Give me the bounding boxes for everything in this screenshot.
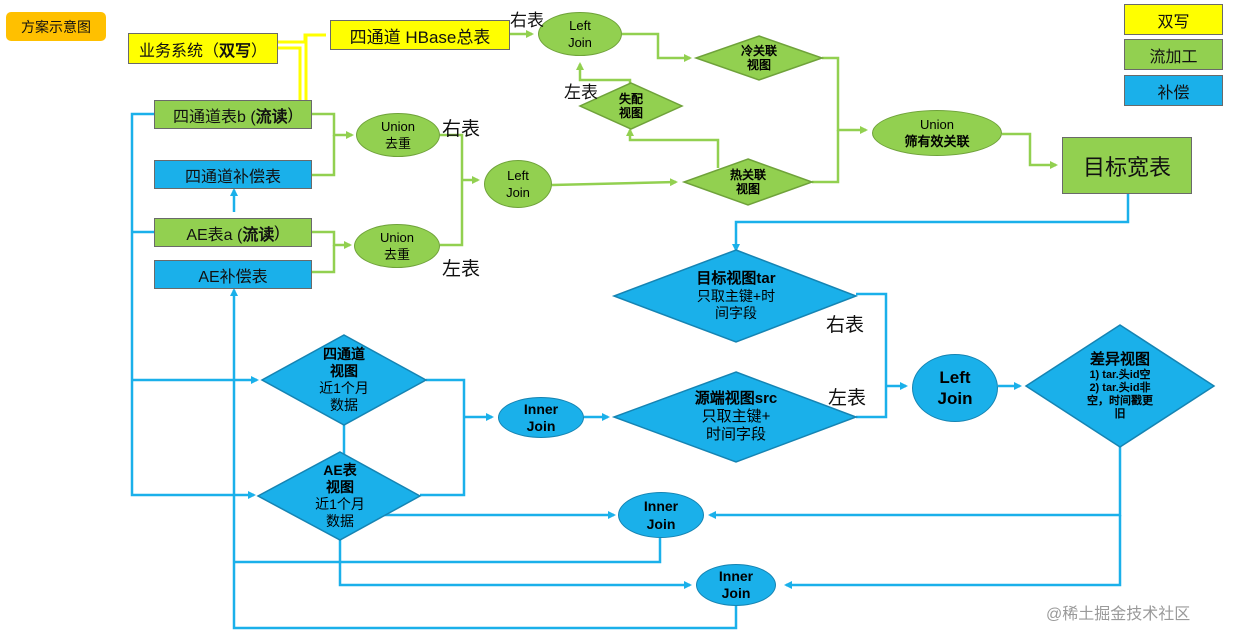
left-join-right-line1: Left bbox=[939, 368, 971, 387]
edge-label-right-table-3: 右表 bbox=[826, 315, 865, 336]
four-channel-b-bold: 流读 bbox=[255, 108, 288, 126]
edge-label-right-table-1: 右表 bbox=[510, 11, 544, 30]
business-system-prefix: 业务系统（ bbox=[138, 42, 219, 60]
compensate-lines bbox=[130, 112, 1130, 630]
ae-view-label: AE表 视图 近1个月 数据 bbox=[296, 458, 384, 534]
inner-join-bottom-node: Inner Join bbox=[696, 564, 776, 606]
union-top-node: Union 去重 bbox=[356, 113, 440, 157]
left-join-top-node: Left Join bbox=[538, 12, 622, 56]
mismatch-view-diamond bbox=[578, 82, 684, 130]
union-top-line2: 去重 bbox=[384, 136, 411, 151]
legend-stream-process: 流加工 bbox=[1124, 39, 1223, 70]
four-channel-view-line1: 近1个月 bbox=[319, 380, 369, 396]
business-system-suffix: ） bbox=[251, 42, 268, 60]
hot-view-line1: 热关联 bbox=[729, 167, 766, 182]
target-view-title: 目标视图tar bbox=[696, 270, 776, 288]
diamond-shapes bbox=[256, 35, 1216, 541]
ae-comp-box: AE补偿表 bbox=[154, 260, 312, 289]
ae-view-title1: AE表 bbox=[323, 462, 357, 479]
union-bottom-line2: 去重 bbox=[383, 247, 410, 262]
hot-view-label: 热关联 视图 bbox=[708, 167, 788, 197]
ae-view-line1: 近1个月 bbox=[315, 496, 365, 512]
four-channel-view-label: 四通道 视图 近1个月 数据 bbox=[300, 342, 388, 418]
mismatch-view-line1: 失配 bbox=[618, 91, 643, 106]
ae-a-suffix: ) bbox=[274, 223, 280, 241]
inner-join-mid-line2: Join bbox=[526, 417, 556, 434]
target-view-line1: 只取主键+时 bbox=[696, 288, 776, 305]
mismatch-view-line2: 视图 bbox=[618, 106, 643, 120]
inner-join-low-line2: Join bbox=[646, 516, 676, 532]
diff-view-line4: 旧 bbox=[1114, 408, 1126, 421]
target-wide-table-box: 目标宽表 bbox=[1062, 137, 1192, 194]
left-join-mid-line1: Left bbox=[507, 168, 529, 183]
double-write-lines bbox=[278, 33, 326, 100]
legend-double-write: 双写 bbox=[1124, 4, 1223, 35]
cold-view-line1: 冷关联 bbox=[740, 43, 777, 58]
union-top-line1: Union bbox=[381, 119, 415, 134]
four-channel-comp-box: 四通道补偿表 bbox=[154, 160, 312, 189]
source-view-diamond bbox=[611, 371, 859, 463]
cold-view-line2: 视图 bbox=[746, 58, 771, 72]
source-view-line2: 时间字段 bbox=[705, 426, 766, 443]
edge-label-left-table-2: 左表 bbox=[442, 259, 481, 280]
legend-compensate: 补偿 bbox=[1124, 75, 1223, 106]
union-bottom-line1: Union bbox=[380, 230, 414, 245]
cold-view-label: 冷关联 视图 bbox=[719, 43, 799, 73]
four-channel-view-title2: 视图 bbox=[330, 363, 358, 380]
left-join-right-node: Left Join bbox=[912, 354, 998, 422]
hot-view-diamond bbox=[681, 158, 815, 206]
left-join-mid-node: Left Join bbox=[484, 160, 552, 208]
left-join-mid-line2: Join bbox=[506, 185, 530, 200]
union-filter-line2: 筛有效关联 bbox=[904, 134, 970, 149]
watermark: @稀土掘金技术社区 bbox=[1046, 606, 1191, 623]
four-channel-b-suffix: ) bbox=[287, 105, 294, 123]
cold-view-diamond bbox=[693, 35, 825, 81]
ae-view-diamond bbox=[256, 451, 422, 541]
inner-join-mid-node: Inner Join bbox=[498, 397, 584, 438]
left-join-top-line1: Left bbox=[569, 18, 591, 33]
union-bottom-node: Union 去重 bbox=[354, 224, 440, 268]
four-channel-b-box: 四通道表b (流读) bbox=[154, 100, 312, 129]
union-filter-line1: Union bbox=[920, 117, 954, 132]
source-view-line1: 只取主键+ bbox=[701, 408, 771, 425]
four-channel-view-line2: 数据 bbox=[330, 396, 358, 413]
business-system-bold: 双写 bbox=[218, 42, 251, 60]
diff-view-label: 差异视图 1) tar.头id空 2) tar.头id非 空，时间戳更 旧 bbox=[1070, 347, 1170, 425]
inner-join-low-node: Inner Join bbox=[618, 492, 704, 538]
ae-a-box: AE表a (流读) bbox=[154, 218, 312, 247]
edge-label-left-table-3: 左表 bbox=[828, 388, 867, 409]
edge-label-left-table-1: 左表 bbox=[564, 83, 598, 102]
source-view-label: 源端视图src 只取主键+ 时间字段 bbox=[664, 386, 808, 448]
four-channel-view-diamond bbox=[260, 334, 428, 426]
ae-view-line2: 数据 bbox=[326, 512, 354, 529]
title-badge: 方案示意图 bbox=[6, 12, 106, 41]
union-filter-node: Union 筛有效关联 bbox=[872, 110, 1002, 156]
left-join-top-line2: Join bbox=[568, 35, 592, 50]
target-view-diamond bbox=[611, 249, 859, 343]
business-system-box: 业务系统（双写） bbox=[128, 33, 278, 64]
diff-view-diamond bbox=[1024, 324, 1216, 448]
ae-a-prefix: AE表a ( bbox=[186, 226, 243, 244]
hbase-total-table-box: 四通道 HBase总表 bbox=[330, 20, 510, 50]
target-view-label: 目标视图tar 只取主键+时 间字段 bbox=[664, 266, 808, 326]
left-join-right-line2: Join bbox=[937, 389, 973, 408]
inner-join-bottom-line2: Join bbox=[721, 585, 751, 601]
target-view-line2: 间字段 bbox=[715, 305, 757, 321]
inner-join-bottom-line1: Inner bbox=[718, 568, 754, 584]
diff-view-line2: 2) tar.头id非 bbox=[1089, 381, 1151, 394]
mismatch-view-label: 失配 视图 bbox=[596, 91, 666, 121]
diff-view-title: 差异视图 bbox=[1089, 350, 1150, 368]
diff-view-line1: 1) tar.头id空 bbox=[1089, 368, 1151, 381]
ae-view-title2: 视图 bbox=[326, 479, 354, 496]
ae-a-bold: 流读 bbox=[242, 226, 275, 244]
source-view-title: 源端视图src bbox=[694, 390, 778, 407]
four-channel-view-title1: 四通道 bbox=[323, 346, 365, 363]
edge-label-right-table-2: 右表 bbox=[442, 119, 481, 140]
four-channel-b-prefix: 四通道表b ( bbox=[172, 108, 256, 126]
hot-view-line2: 视图 bbox=[735, 182, 760, 196]
inner-join-low-line1: Inner bbox=[643, 498, 679, 514]
diff-view-line3: 空，时间戳更 bbox=[1087, 395, 1153, 407]
inner-join-mid-line1: Inner bbox=[523, 400, 559, 417]
